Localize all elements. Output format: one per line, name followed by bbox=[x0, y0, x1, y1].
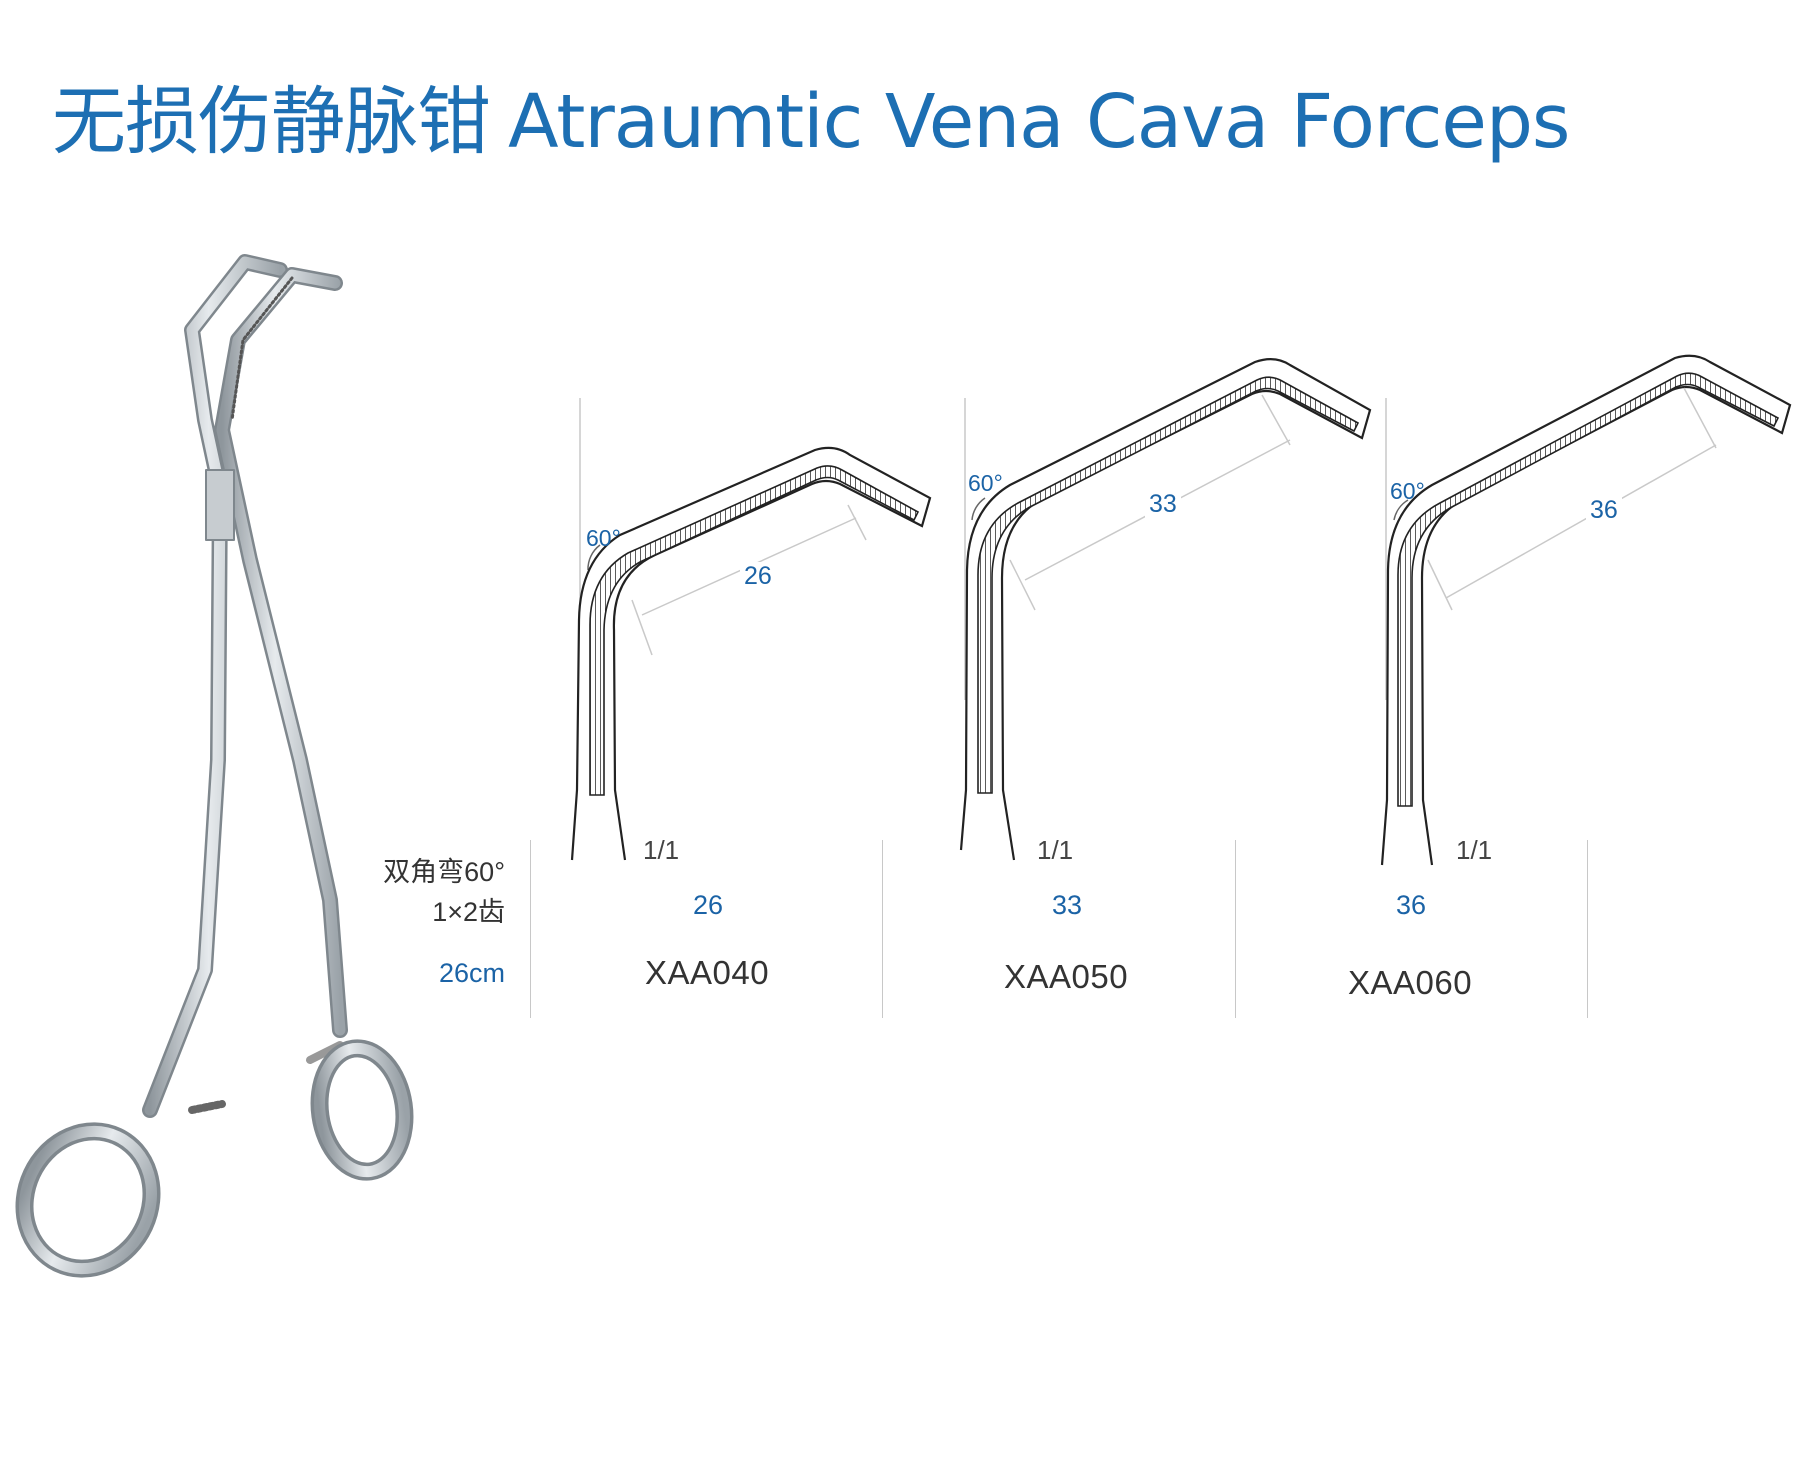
product-code-xaa050: XAA050 bbox=[1003, 958, 1129, 995]
spec-bend: 双角弯60° bbox=[383, 857, 505, 887]
column-divider bbox=[1235, 840, 1236, 1018]
teeth-ratio-xaa060: 1/1 bbox=[1456, 835, 1493, 865]
angle-label-xaa040: 60° bbox=[586, 525, 621, 551]
size-label-xaa050: 33 bbox=[1051, 890, 1083, 920]
product-code-xaa060: XAA060 bbox=[1347, 964, 1473, 1001]
size-label-xaa040: 26 bbox=[692, 890, 724, 920]
column-divider bbox=[882, 840, 883, 1018]
size-label-xaa060: 36 bbox=[1395, 890, 1427, 920]
dimension-label-xaa040: 26 bbox=[740, 562, 776, 591]
title-cn: 无损伤静脉钳 bbox=[52, 79, 491, 165]
teeth-ratio-xaa040: 1/1 bbox=[643, 835, 680, 865]
dimension-label-xaa050: 33 bbox=[1145, 490, 1181, 519]
column-divider bbox=[1587, 840, 1588, 1018]
dimension-label-xaa060: 36 bbox=[1586, 496, 1622, 525]
jaw-diagram-xaa060 bbox=[1380, 354, 1792, 866]
angle-label-xaa050: 60° bbox=[968, 470, 1003, 496]
spec-length: 26cm bbox=[438, 958, 505, 988]
title-en: Atraumtic Vena Cava Forceps bbox=[508, 79, 1570, 165]
jaw-diagram-xaa050 bbox=[959, 358, 1372, 861]
teeth-ratio-xaa050: 1/1 bbox=[1037, 835, 1074, 865]
jaw-diagram-xaa040 bbox=[570, 398, 932, 861]
spec-teeth: 1×2齿 bbox=[432, 897, 505, 927]
forceps-photo bbox=[15, 254, 414, 1278]
angle-label-xaa060: 60° bbox=[1390, 478, 1425, 504]
product-code-xaa040: XAA040 bbox=[644, 954, 770, 991]
column-divider bbox=[530, 840, 531, 1018]
